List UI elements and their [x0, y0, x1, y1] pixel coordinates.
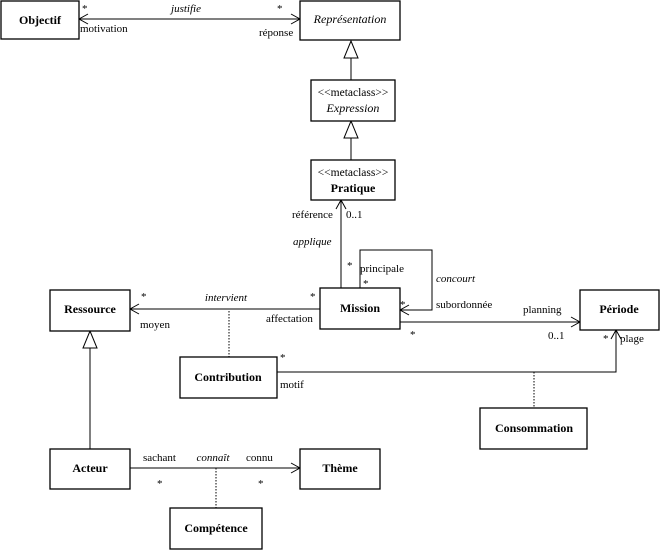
- role-label-planning: planning: [523, 304, 562, 316]
- role-label-motivation: motivation: [80, 23, 128, 35]
- class-name: Thème: [322, 461, 358, 475]
- class-mission[interactable]: Mission: [319, 287, 401, 330]
- multiplicity-label: 0..1: [346, 209, 363, 221]
- role-label-motif: motif: [280, 379, 304, 391]
- role-label-reponse: réponse: [259, 27, 293, 39]
- class-name: Acteur: [72, 461, 108, 475]
- association-planning: [400, 316, 582, 328]
- multiplicity-label: *: [347, 260, 353, 272]
- class-expression[interactable]: <<metaclass>> Expression: [310, 79, 396, 122]
- role-label-sachant: sachant: [143, 452, 176, 464]
- association-name-intervient: intervient: [205, 292, 248, 304]
- association-connait: [130, 462, 302, 474]
- association-name-applique: applique: [293, 236, 332, 248]
- class-name: Objectif: [19, 13, 62, 27]
- class-acteur[interactable]: Acteur: [49, 448, 131, 490]
- multiplicity-label: *: [141, 291, 147, 303]
- class-stereotype: <<metaclass>>: [318, 167, 389, 179]
- class-name: Consommation: [495, 421, 573, 435]
- multiplicity-label: *: [277, 3, 283, 15]
- class-name: Période: [599, 302, 639, 316]
- class-consommation[interactable]: Consommation: [479, 407, 588, 450]
- class-stereotype: <<metaclass>>: [318, 87, 389, 99]
- multiplicity-label: *: [603, 333, 609, 345]
- multiplicity-label: *: [280, 352, 286, 364]
- role-label-subordonnee: subordonnée: [436, 299, 492, 311]
- association-contribution-plage: [277, 328, 622, 373]
- multiplicity-label: *: [82, 3, 88, 15]
- class-competence[interactable]: Compétence: [169, 507, 263, 550]
- multiplicity-label: *: [310, 291, 316, 303]
- class-name: Ressource: [64, 302, 116, 316]
- multiplicity-label: 0..1: [548, 330, 565, 342]
- generalization-pratique-expression: [343, 119, 359, 160]
- class-periode[interactable]: Période: [579, 289, 660, 331]
- multiplicity-label: *: [410, 329, 416, 341]
- role-label-principale: principale: [360, 263, 404, 275]
- association-applique: [335, 198, 347, 288]
- role-label-moyen: moyen: [140, 319, 170, 331]
- class-objectif[interactable]: Objectif: [0, 0, 80, 40]
- class-ressource[interactable]: Ressource: [49, 289, 131, 332]
- multiplicity-label: *: [363, 278, 369, 290]
- association-name-connait: connaît: [197, 452, 231, 464]
- association-name-justifie: justifie: [169, 3, 201, 15]
- multiplicity-label: *: [400, 299, 406, 311]
- class-name: Mission: [340, 301, 380, 315]
- role-label-reference: référence: [292, 209, 333, 221]
- multiplicity-label: *: [157, 478, 163, 490]
- class-pratique[interactable]: <<metaclass>> Pratique: [310, 159, 396, 201]
- class-representation[interactable]: Représentation: [299, 0, 401, 41]
- multiplicity-label: *: [258, 478, 264, 490]
- class-name: Contribution: [194, 370, 262, 384]
- class-theme[interactable]: Thème: [299, 448, 381, 490]
- role-label-plage: plage: [620, 333, 644, 345]
- class-name: Compétence: [184, 521, 248, 535]
- generalization-expression-representation: [343, 39, 359, 80]
- generalization-acteur-ressource: [82, 329, 98, 449]
- class-name: Pratique: [331, 181, 376, 195]
- role-label-connu: connu: [246, 452, 273, 464]
- association-name-concourt: concourt: [436, 273, 476, 285]
- class-name: Expression: [326, 101, 380, 115]
- class-name: Représentation: [313, 12, 387, 26]
- role-label-affectation: affectation: [266, 313, 313, 325]
- class-contribution[interactable]: Contribution: [179, 356, 278, 399]
